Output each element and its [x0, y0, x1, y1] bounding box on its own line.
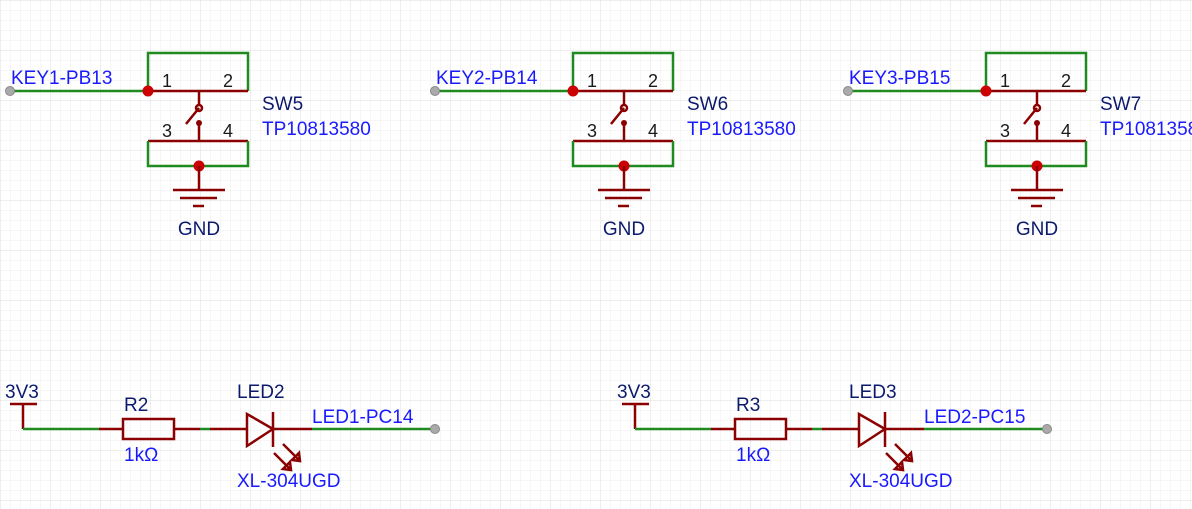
- pin-number: 3: [162, 121, 172, 141]
- pin-number: 4: [648, 121, 658, 141]
- pin-number: 1: [162, 71, 172, 91]
- power-label: 3V3: [617, 382, 651, 403]
- pin-number: 1: [1000, 71, 1010, 91]
- net-port-icon[interactable]: [430, 86, 440, 96]
- led-part-number: XL-304UGD: [237, 471, 341, 492]
- pin-number: 4: [1061, 121, 1071, 141]
- led-designator: LED3: [849, 382, 897, 403]
- resistor-designator: R2: [124, 395, 148, 416]
- pin-connection-wire: [571, 51, 675, 91]
- designator: SW5: [262, 94, 303, 115]
- led-diode-icon[interactable]: [245, 411, 276, 449]
- light-arrow-icon: [273, 452, 292, 471]
- pin-number: 4: [223, 121, 233, 141]
- switch-contact: [194, 103, 204, 113]
- pin-number: 1: [587, 71, 597, 91]
- pin-number: 3: [1000, 121, 1010, 141]
- ground-label: GND: [1016, 219, 1058, 240]
- led-part-number: XL-304UGD: [849, 471, 953, 492]
- part-number: TP10813580: [687, 119, 796, 140]
- resistor-designator: R3: [736, 395, 760, 416]
- junction-dot: [567, 85, 579, 97]
- net-label: LED2-PC15: [924, 407, 1025, 428]
- designator: SW7: [1100, 94, 1141, 115]
- net-label: KEY1-PB13: [11, 68, 112, 89]
- net-port-icon[interactable]: [843, 86, 853, 96]
- switch-lever: [185, 107, 200, 125]
- pin-number: 3: [587, 121, 597, 141]
- resistor-value: 1kΩ: [124, 445, 158, 466]
- pin-number: 2: [223, 71, 233, 91]
- junction-dot: [980, 85, 992, 97]
- net-label: KEY3-PB15: [849, 68, 950, 89]
- light-arrow-head: [280, 459, 293, 472]
- net-port-icon[interactable]: [1042, 424, 1052, 434]
- net-port-icon[interactable]: [5, 86, 15, 96]
- pin-number: 2: [648, 71, 658, 91]
- net-label: LED1-PC14: [312, 407, 414, 428]
- ground-label: GND: [178, 219, 220, 240]
- pin-connection-wire: [984, 51, 1088, 91]
- part-number: TP10813580: [262, 119, 371, 140]
- switch-lever: [1023, 107, 1038, 125]
- switch-contact: [619, 103, 629, 113]
- ground-label: GND: [603, 219, 645, 240]
- junction-dot: [142, 85, 154, 97]
- light-arrow-head: [901, 450, 914, 463]
- power-label: 3V3: [5, 382, 39, 403]
- resistor-value: 1kΩ: [736, 445, 770, 466]
- light-arrow-head: [892, 459, 905, 472]
- designator: SW6: [687, 94, 728, 115]
- light-arrow-icon: [282, 443, 301, 462]
- light-arrow-icon: [885, 452, 904, 471]
- light-arrow-head: [289, 450, 302, 463]
- pin-number: 2: [1061, 71, 1071, 91]
- switch-contact: [1032, 103, 1042, 113]
- led-designator: LED2: [237, 382, 285, 403]
- net-port-icon[interactable]: [430, 424, 440, 434]
- net-label: KEY2-PB14: [436, 68, 538, 89]
- pin-connection-wire: [146, 51, 250, 91]
- light-arrow-icon: [894, 443, 913, 462]
- switch-lever: [610, 107, 625, 125]
- led-diode-icon[interactable]: [857, 411, 888, 449]
- part-number: TP10813580: [1100, 119, 1192, 140]
